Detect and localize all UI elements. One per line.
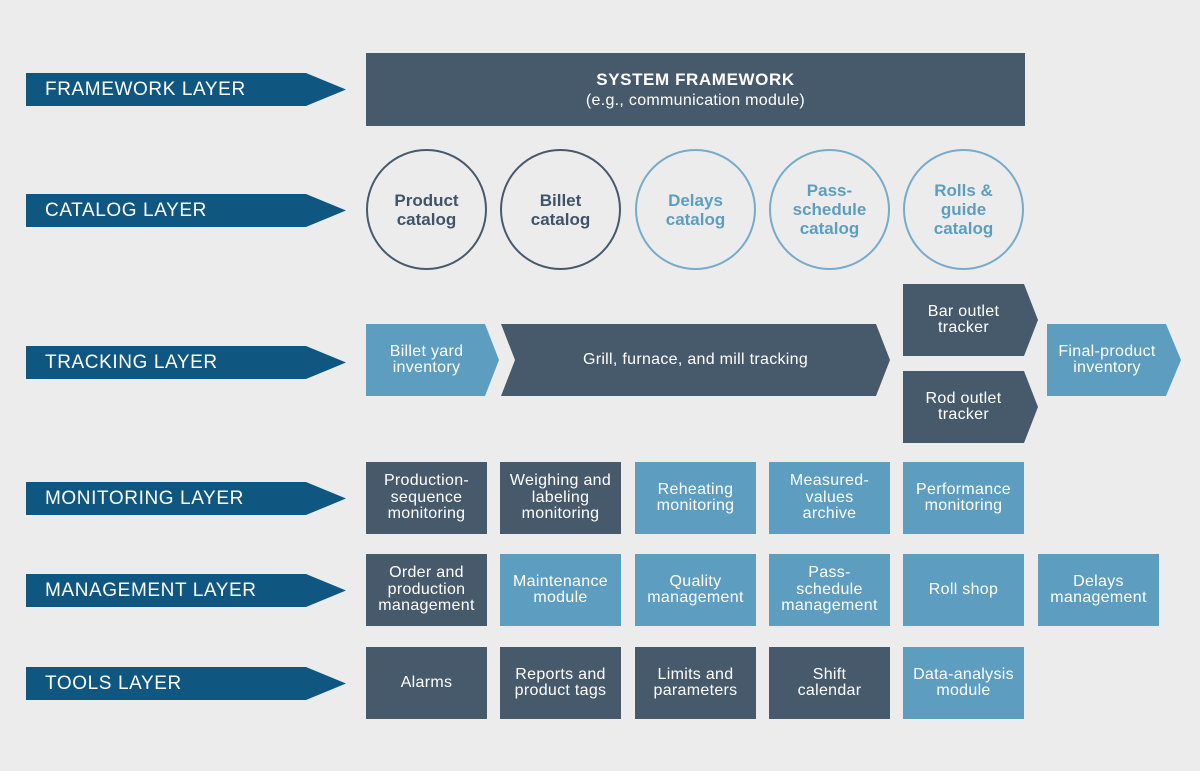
layer-label-framework: FRAMEWORK LAYER: [26, 73, 346, 106]
quality-management-box: Quality management: [635, 554, 756, 626]
grill-furnace-mill-tracking-box: Grill, furnace, and mill tracking: [501, 324, 890, 396]
delays-catalog-circle: Delays catalog: [635, 149, 756, 270]
billet-yard-inventory-box: Billet yard inventory: [366, 324, 499, 396]
order-production-management-box: Order and production management: [366, 554, 487, 626]
product-catalog-circle: Product catalog: [366, 149, 487, 270]
layer-label-tools: TOOLS LAYER: [26, 667, 346, 700]
roll-shop-box: Roll shop: [903, 554, 1024, 626]
reheating-monitoring-box: Reheating monitoring: [635, 462, 756, 534]
rod-outlet-tracker-box: Rod outlet tracker: [903, 371, 1038, 443]
production-sequence-monitoring-box: Production- sequence monitoring: [366, 462, 487, 534]
pass-schedule-management-box: Pass- schedule management: [769, 554, 890, 626]
maintenance-module-box: Maintenance module: [500, 554, 621, 626]
pass-schedule-catalog-circle: Pass- schedule catalog: [769, 149, 890, 270]
bar-outlet-tracker-box: Bar outlet tracker: [903, 284, 1038, 356]
data-analysis-module-box: Data-analysis module: [903, 647, 1024, 719]
layer-label-catalog: CATALOG LAYER: [26, 194, 346, 227]
limits-parameters-box: Limits and parameters: [635, 647, 756, 719]
measured-values-archive-box: Measured- values archive: [769, 462, 890, 534]
performance-monitoring-box: Performance monitoring: [903, 462, 1024, 534]
system-framework-subtitle: (e.g., communication module): [585, 91, 806, 109]
layer-label-monitoring: MONITORING LAYER: [26, 482, 346, 515]
delays-management-box: Delays management: [1038, 554, 1159, 626]
weighing-labeling-monitoring-box: Weighing and labeling monitoring: [500, 462, 621, 534]
billet-catalog-circle: Billet catalog: [500, 149, 621, 270]
alarms-box: Alarms: [366, 647, 487, 719]
layer-label-management: MANAGEMENT LAYER: [26, 574, 346, 607]
rolls-guide-catalog-circle: Rolls & guide catalog: [903, 149, 1024, 270]
reports-product-tags-box: Reports and product tags: [500, 647, 621, 719]
system-framework-title: SYSTEM FRAMEWORK: [596, 69, 795, 89]
system-framework-box: SYSTEM FRAMEWORK (e.g., communication mo…: [366, 53, 1025, 126]
shift-calendar-box: Shift calendar: [769, 647, 890, 719]
final-product-inventory-box: Final-product inventory: [1047, 324, 1181, 396]
layer-label-tracking: TRACKING LAYER: [26, 346, 346, 379]
